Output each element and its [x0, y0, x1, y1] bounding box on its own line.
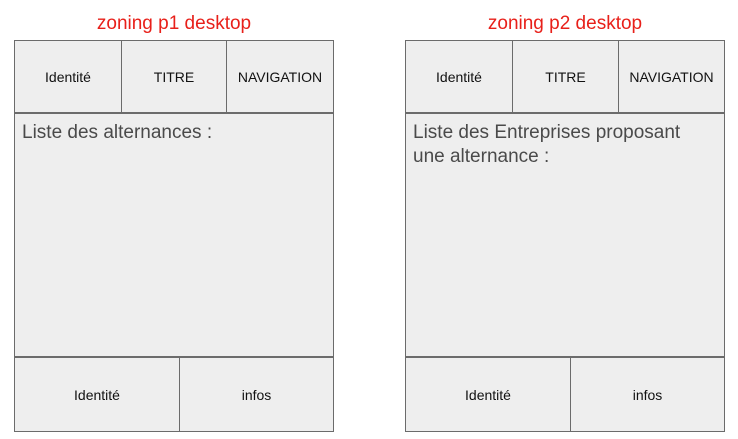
header-title-zone: TITRE	[121, 40, 227, 113]
main-content-zone: Liste des alternances :	[14, 112, 334, 358]
main-content-zone: Liste des Entreprises proposant une alte…	[405, 112, 725, 358]
mockup-title: zoning p2 desktop	[487, 13, 643, 34]
header-identity-zone: Identité	[405, 40, 513, 113]
footer-identity-zone: Identité	[405, 357, 571, 432]
header-title-zone: TITRE	[512, 40, 619, 113]
header-navigation-zone: NAVIGATION	[226, 40, 334, 113]
main-content-label: Liste des Entreprises proposant une alte…	[413, 122, 681, 167]
header-navigation-zone: NAVIGATION	[618, 40, 725, 113]
footer-identity-zone: Identité	[14, 357, 180, 432]
header-identity-zone: Identité	[14, 40, 122, 113]
footer-infos-zone: infos	[179, 357, 334, 432]
main-content-label: Liste des alternances :	[22, 122, 213, 143]
footer-infos-zone: infos	[570, 357, 725, 432]
mockup-title: zoning p1 desktop	[96, 13, 252, 34]
